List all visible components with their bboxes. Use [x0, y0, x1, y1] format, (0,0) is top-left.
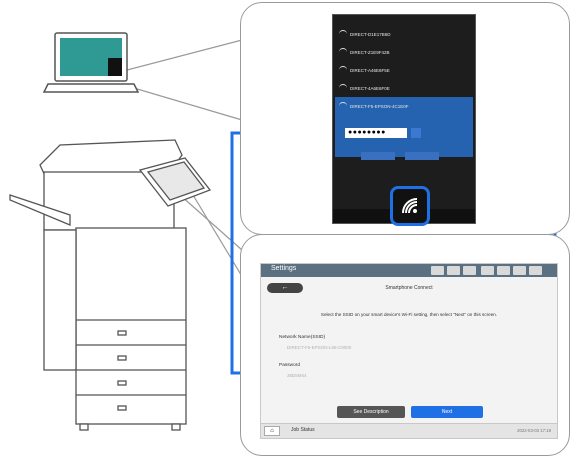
wifi-network-item[interactable]: DIRECT-A46E6F5E	[339, 63, 390, 77]
selected-network-item[interactable]: DIRECT-F5-EPSON-4C1E0F	[335, 97, 473, 157]
next-button[interactable]: Next	[411, 406, 483, 418]
wifi-network-list: DIRECT-D1E17B6D DIRECT-Z1E9F42B DIRECT-A…	[332, 14, 476, 224]
network-name-value: DIRECT-F5-EPSON-L58-C8000	[287, 345, 352, 350]
wifi-icon	[339, 84, 347, 92]
wifi-icon	[339, 102, 347, 110]
instruction-text: Select the SSID on your smart device's W…	[320, 312, 498, 317]
back-button[interactable]: ←	[267, 283, 303, 293]
home-icon[interactable]: ⌂	[264, 426, 280, 436]
screen-title: Smartphone Connect	[385, 285, 433, 291]
reveal-password-button[interactable]	[411, 128, 421, 138]
wifi-network-item[interactable]: DIRECT-Z1E9F42B	[339, 45, 390, 59]
screen-topbar: ← Smartphone Connect	[261, 280, 557, 296]
wifi-network-item[interactable]: DIRECT-4A6E6F0E	[339, 81, 390, 95]
printer-control-panel: Settings ← Smartphone Connect Select the…	[260, 263, 558, 439]
header-ink-icon[interactable]	[447, 266, 460, 275]
wifi-icon	[339, 30, 347, 38]
panel-header: Settings	[261, 264, 557, 277]
header-status-icon[interactable]	[431, 266, 444, 275]
laptop-icon	[42, 32, 140, 93]
password-value: 38D5M44	[287, 373, 307, 378]
connect-button[interactable]	[361, 152, 395, 160]
taskbar-wifi-highlight[interactable]	[390, 186, 430, 226]
password-input[interactable]: ●●●●●●●●	[345, 128, 407, 138]
cancel-button[interactable]	[405, 152, 439, 160]
selected-network-name: DIRECT-F5-EPSON-4C1E0F	[350, 103, 409, 109]
header-sleep-icon[interactable]	[513, 266, 526, 275]
header-volume-icon[interactable]	[481, 266, 494, 275]
header-help-icon[interactable]	[529, 266, 542, 275]
job-status-button[interactable]: Job Status	[291, 427, 315, 433]
wifi-icon	[339, 48, 347, 56]
wifi-network-item[interactable]: DIRECT-D1E17B6D	[339, 27, 391, 41]
printer-icon	[9, 139, 212, 431]
wifi-icon	[402, 198, 418, 214]
see-description-button[interactable]: See Description	[337, 406, 405, 418]
panel-header-title: Settings	[271, 265, 297, 272]
footer-date: 2022-03-03 17:18	[517, 428, 551, 433]
wifi-icon	[339, 66, 347, 74]
password-label: Password	[279, 363, 301, 368]
panel-footer: ⌂ Job Status 2022-03-03 17:18	[261, 423, 557, 438]
header-network-icon[interactable]	[497, 266, 510, 275]
network-name-label: Network Name(SSID)	[279, 335, 326, 340]
header-paper-icon[interactable]	[463, 266, 476, 275]
